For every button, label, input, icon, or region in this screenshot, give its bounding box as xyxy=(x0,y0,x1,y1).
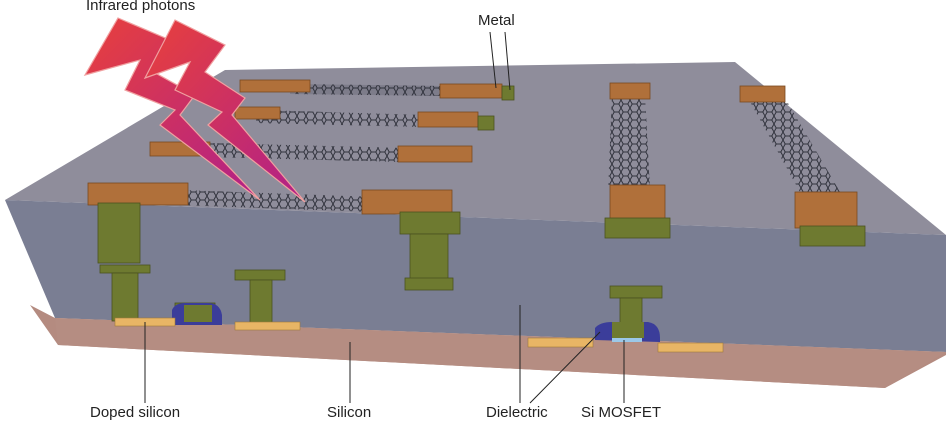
via xyxy=(609,285,663,299)
graphene-ribbon xyxy=(748,98,840,192)
label-silicon: Silicon xyxy=(327,404,372,421)
metal-pad xyxy=(234,106,281,120)
via xyxy=(234,269,286,281)
graphene-ribbon xyxy=(608,95,650,190)
graphene-ribbon xyxy=(175,190,375,212)
doped-region xyxy=(657,342,724,353)
leader-dielectric xyxy=(529,331,601,404)
doped-region xyxy=(234,321,301,331)
photon-arrow xyxy=(143,19,306,203)
via xyxy=(97,202,141,264)
via xyxy=(604,217,671,239)
via xyxy=(399,211,461,235)
metal-pad xyxy=(794,191,858,229)
metal-pad xyxy=(397,145,473,163)
dielectric-top-face xyxy=(5,62,946,235)
metal-pad xyxy=(609,184,666,221)
metal-pad xyxy=(739,85,786,103)
via xyxy=(501,85,515,101)
metal-pad xyxy=(417,111,479,128)
via xyxy=(477,115,495,131)
mosfet-gate xyxy=(612,322,644,338)
infrared-photon-arrows xyxy=(83,17,306,203)
metal-pad xyxy=(87,182,189,206)
via xyxy=(799,225,866,247)
metal-pad xyxy=(239,79,311,93)
label-dielectric: Dielectric xyxy=(486,404,548,421)
graphene-ribbon xyxy=(255,110,425,127)
metal-pad xyxy=(609,82,651,100)
via xyxy=(249,279,273,326)
graphene-ribbon xyxy=(290,84,445,96)
label-infrared-photons: Infrared photons xyxy=(86,0,196,14)
label-si-mosfet: Si MOSFET xyxy=(581,404,662,421)
metal-pad xyxy=(361,189,453,215)
leader-lines xyxy=(144,31,625,404)
mosfet-gate xyxy=(184,305,212,322)
vias xyxy=(97,85,866,329)
via xyxy=(404,277,454,291)
leader-metal xyxy=(489,31,497,89)
mosfet-channel xyxy=(612,338,642,342)
silicon-front xyxy=(55,318,946,388)
leader-metal xyxy=(504,31,511,91)
via xyxy=(111,272,139,322)
label-doped-silicon: Doped silicon xyxy=(90,404,181,421)
via xyxy=(409,233,449,280)
label-metal: Metal xyxy=(478,12,515,29)
dielectric-front-face xyxy=(5,200,946,352)
metal-pad xyxy=(439,83,503,99)
via xyxy=(99,264,151,274)
doped-region xyxy=(527,337,594,348)
